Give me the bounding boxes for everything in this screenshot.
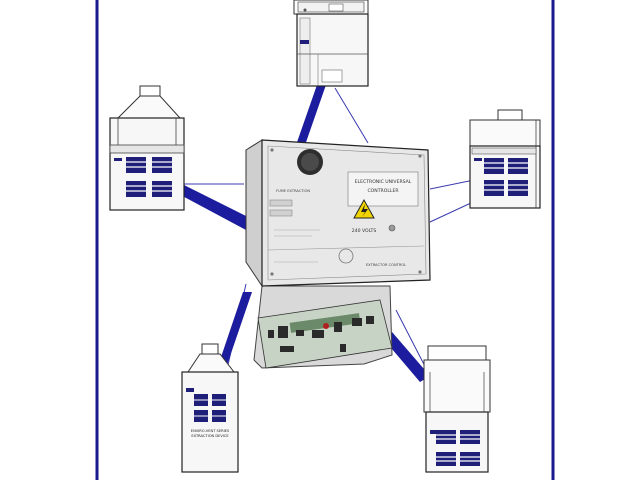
- cabinet-top: [294, 0, 368, 86]
- cabinet-left: [110, 86, 184, 210]
- cabinet-right: [470, 110, 540, 208]
- controller-title-line2: CONTROLLER: [367, 188, 399, 194]
- cabinet-bottom-right: [424, 346, 490, 472]
- controller-unit: ELECTRONIC UNIVERSAL CONTROLLER 240 VOLT…: [246, 140, 430, 368]
- controller-title-line1: ELECTRONIC UNIVERSAL: [355, 179, 412, 185]
- cabinet-bottom-left: ENVIRO-VENT SERIES EXTRACTION DEVICE: [182, 344, 238, 472]
- voltage-label: 240 VOLTS: [352, 228, 377, 234]
- connector-bottom-right: [386, 332, 430, 382]
- connector-bottom-left: [218, 292, 252, 368]
- connector-top: [295, 82, 327, 148]
- controller-side-label: FUME EXTRACTION: [276, 189, 310, 193]
- cabinet-note-line1: ENVIRO-VENT SERIES: [191, 429, 230, 433]
- indicator-light-icon: [389, 225, 395, 231]
- cabinet-note-line2: EXTRACTION DEVICE: [191, 434, 229, 438]
- controller-bottom-label: EXTRACTOR CONTROL: [366, 263, 406, 267]
